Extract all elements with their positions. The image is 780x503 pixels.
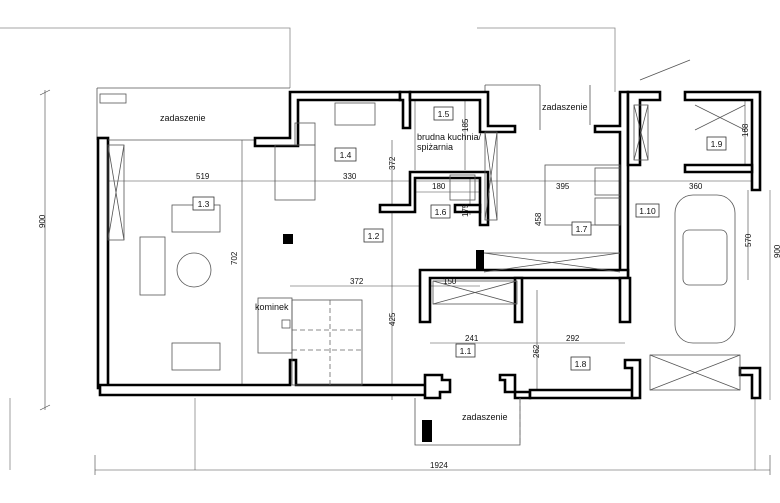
walls xyxy=(96,90,762,446)
zadaszenie-label: zadaszenie xyxy=(160,113,206,123)
dimension-label: 900 xyxy=(773,244,780,258)
dimension-label: 150 xyxy=(443,277,457,286)
pantry-label: spiżarnia xyxy=(417,142,453,152)
svg-text:1.2: 1.2 xyxy=(368,231,380,241)
room-1-10: 1.10 xyxy=(635,203,660,218)
dimension-label: 900 xyxy=(38,214,47,228)
room-1-4: 1.4 xyxy=(334,147,357,162)
room-1-3: 1.3 xyxy=(192,196,215,211)
svg-text:1.4: 1.4 xyxy=(340,150,352,160)
room-1-9: 1.9 xyxy=(706,136,727,151)
room-1-6: 1.6 xyxy=(430,204,451,219)
svg-text:1.10: 1.10 xyxy=(639,206,656,216)
zadaszenie-label: zadaszenie xyxy=(542,102,588,112)
room-1-2: 1.2 xyxy=(363,228,384,243)
svg-text:1.5: 1.5 xyxy=(438,109,450,119)
car-icon xyxy=(674,194,736,344)
dimension-label: 458 xyxy=(534,212,543,226)
svg-text:1.3: 1.3 xyxy=(198,199,210,209)
dimension-label: 262 xyxy=(532,344,541,358)
dimension-label: 395 xyxy=(556,182,570,191)
svg-text:1.9: 1.9 xyxy=(711,139,723,149)
dimension-label: 570 xyxy=(744,233,753,247)
dimension-lines xyxy=(39,89,771,475)
room-numbers: 1.3 1.4 1.5 1.6 1.2 1.7 1.10 1.9 1.1 1.8 xyxy=(192,106,727,371)
dimension-label: 360 xyxy=(689,182,703,191)
dimension-label: 168 xyxy=(741,123,750,137)
dimension-label: 425 xyxy=(388,312,397,326)
dimension-label: 241 xyxy=(465,334,479,343)
dimension-label: 180 xyxy=(432,182,446,191)
dimension-texts: 519 330 180 395 360 372 150 241 292 1924… xyxy=(38,118,780,470)
labels: zadaszenie zadaszenie zadaszenie kominek… xyxy=(160,102,588,422)
svg-text:1.6: 1.6 xyxy=(435,207,447,217)
svg-text:1.8: 1.8 xyxy=(575,359,587,369)
svg-text:1.7: 1.7 xyxy=(576,224,588,234)
dimension-label: 372 xyxy=(388,156,397,170)
room-1-5: 1.5 xyxy=(433,106,454,121)
room-1-8: 1.8 xyxy=(570,356,591,371)
dimension-label: 175 xyxy=(461,203,470,217)
dimension-label: 702 xyxy=(230,251,239,265)
pantry-label: brudna kuchnia/ xyxy=(417,132,482,142)
dimension-label: 330 xyxy=(343,172,357,181)
dimension-label: 519 xyxy=(196,172,210,181)
furniture xyxy=(139,102,736,386)
zadaszenie-label: zadaszenie xyxy=(462,412,508,422)
dimension-label: 185 xyxy=(461,118,470,132)
dimension-label: 1924 xyxy=(430,461,448,470)
svg-text:1.1: 1.1 xyxy=(460,346,472,356)
site-outline xyxy=(0,27,771,470)
dimension-label: 372 xyxy=(350,277,364,286)
room-1-1: 1.1 xyxy=(455,343,476,358)
room-1-7: 1.7 xyxy=(571,221,592,236)
dimension-label: 292 xyxy=(566,334,580,343)
kominek-label: kominek xyxy=(255,302,289,312)
